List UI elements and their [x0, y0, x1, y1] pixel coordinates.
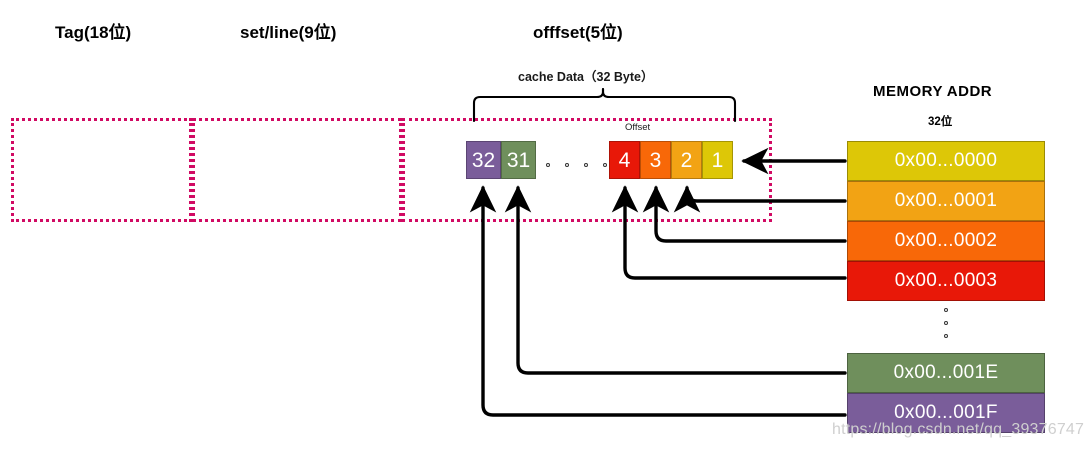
- cache-cell-1: 1: [702, 141, 733, 179]
- header-label-tag: Tag(18位): [55, 23, 132, 42]
- cache-ellipsis-dot-2: [565, 163, 569, 167]
- header-label-set-line: set/line(9位): [240, 23, 337, 42]
- offset-sublabel: Offset: [625, 122, 651, 133]
- cache-ellipsis-dot-4: [603, 163, 607, 167]
- cache-cell-4: 4: [609, 141, 640, 179]
- memory-ellipsis-dot-3: [944, 334, 948, 338]
- cache-ellipsis-dot-3: [584, 163, 588, 167]
- set-line-segment: [192, 118, 402, 222]
- memory-row: 0x00...0000: [847, 141, 1045, 181]
- memory-row: 0x00...0001: [847, 181, 1045, 221]
- memory-addr-title: MEMORY ADDR: [873, 83, 993, 100]
- cache-cell-3: 3: [640, 141, 671, 179]
- memory-ellipsis-dot-2: [944, 321, 948, 325]
- memory-row: 0x00...0002: [847, 221, 1045, 261]
- watermark-text: https://blog.csdn.net/qq_39376747: [832, 421, 1085, 438]
- memory-row: 0x00...0003: [847, 261, 1045, 301]
- memory-ellipsis-dot-1: [944, 308, 948, 312]
- cache-cell-32: 32: [466, 141, 501, 179]
- cache-cell-31: 31: [501, 141, 536, 179]
- cache-data-caption: cache Data（32 Byte）: [518, 70, 654, 84]
- memory-row: 0x00...001E: [847, 353, 1045, 393]
- cache-cell-2: 2: [671, 141, 702, 179]
- cache-ellipsis-dot-1: [546, 163, 550, 167]
- header-label-offset: offfset(5位): [533, 23, 623, 42]
- memory-addr-subtitle: 32位: [928, 116, 953, 128]
- tag-segment: [11, 118, 192, 222]
- memory-row: 0x00...001F: [847, 393, 1045, 433]
